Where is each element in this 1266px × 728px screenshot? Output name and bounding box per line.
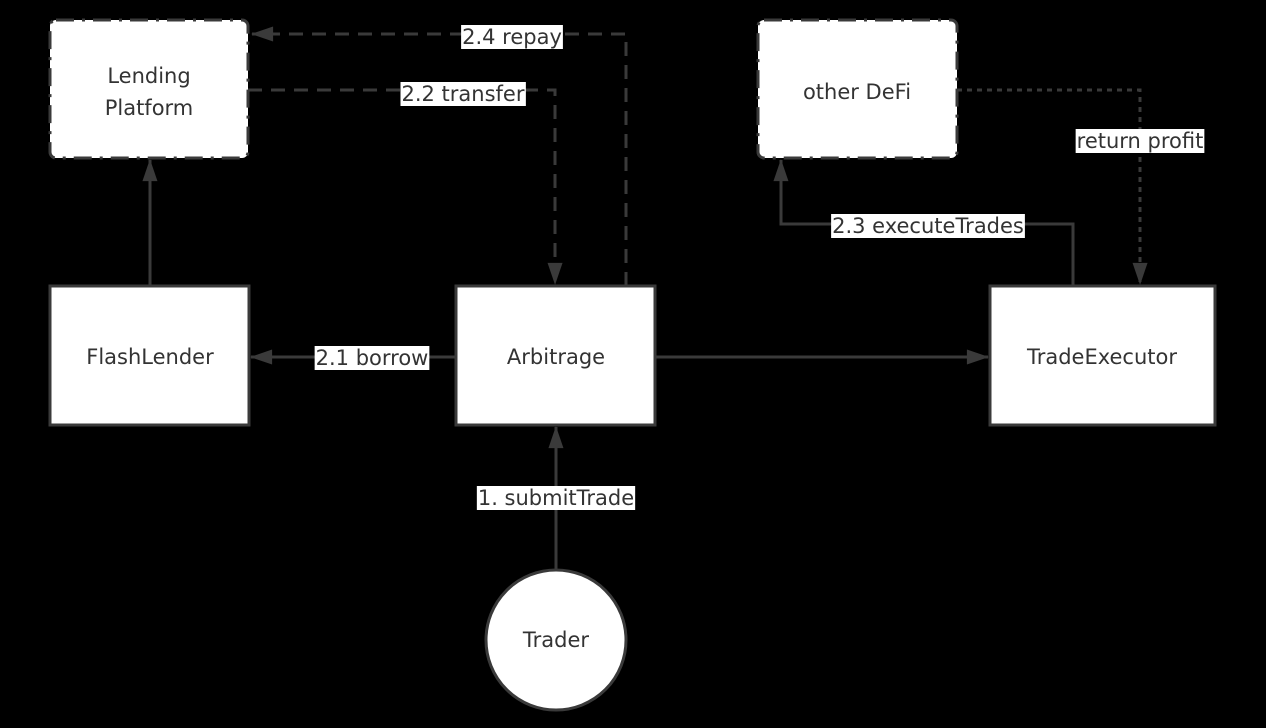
return-profit-text: return profit [1077, 129, 1204, 153]
repay-text: 2.4 repay [462, 25, 562, 49]
other-defi-label: other DeFi [803, 80, 911, 104]
node-trader: Trader [484, 568, 628, 712]
node-lending-platform: Lending Platform [48, 18, 250, 160]
node-other-defi: other DeFi [756, 18, 959, 160]
label-return-profit: return profit [1075, 129, 1205, 153]
edge-repay [251, 26, 628, 286]
label-repay: 2.4 repay [461, 25, 563, 49]
execute-trades-text: 2.3 executeTrades [832, 214, 1024, 238]
lending-platform-label-line1: Lending [107, 64, 190, 88]
borrow-text: 2.1 borrow [316, 346, 429, 370]
label-submit-trade: 1. submitTrade [476, 486, 636, 510]
label-execute-trades: 2.3 executeTrades [831, 214, 1025, 238]
trade-executor-label: TradeExecutor [1026, 345, 1177, 369]
label-transfer: 2.2 transfer [400, 82, 526, 106]
arbitrage-label: Arbitrage [507, 345, 605, 369]
node-arbitrage: Arbitrage [454, 284, 657, 427]
submit-trade-text: 1. submitTrade [478, 486, 634, 510]
lending-platform-label-line2: Platform [105, 96, 194, 120]
trader-label: Trader [522, 628, 589, 652]
edge-return-profit [957, 88, 1148, 285]
node-trade-executor: TradeExecutor [988, 284, 1217, 427]
edge-transfer [248, 88, 563, 285]
node-flash-lender: FlashLender [48, 284, 251, 427]
flash-lender-label: FlashLender [86, 345, 214, 369]
label-borrow: 2.1 borrow [314, 346, 430, 370]
transfer-text: 2.2 transfer [401, 82, 524, 106]
